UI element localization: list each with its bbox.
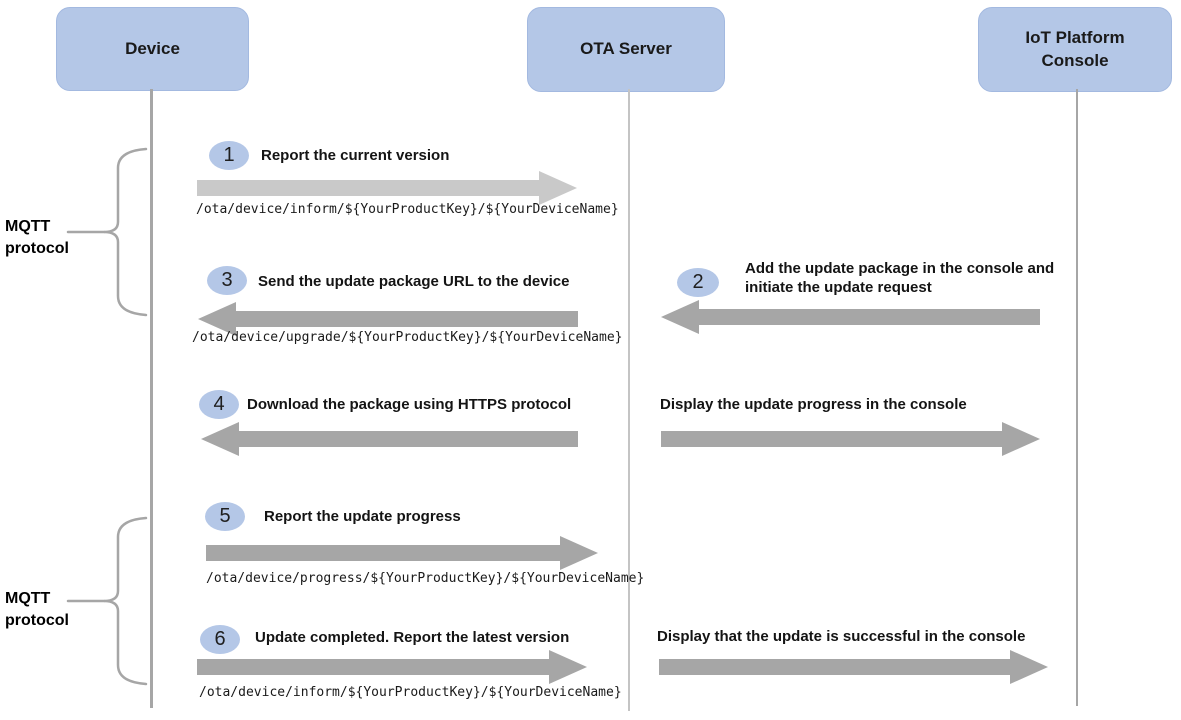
step-6-badge: 6 [200,625,240,654]
step-5-label: Report the update progress [264,508,461,525]
actor-label: OTA Server [580,39,672,59]
actor-box-ota-server: OTA Server [527,7,725,92]
step-6-label: Update completed. Report the latest vers… [255,629,570,646]
step-5-badge: 5 [205,502,245,531]
actor-box-device: Device [56,7,249,91]
arrow-head-icon [1002,422,1040,456]
step-2-label: Add the update package in the console an… [745,260,1055,296]
arrow-shaft [197,180,539,196]
arrow-right-display-progress [661,422,1040,456]
display-success-label: Display that the update is successful in… [657,628,1026,645]
step-4-badge: 4 [199,390,239,419]
curly-brace-bottom [66,516,148,686]
arrow-shaft [659,659,1010,675]
step-1-badge: 1 [209,141,249,170]
lifeline-ota-server [628,89,630,711]
arrow-shaft [699,309,1040,325]
curly-brace-top [66,147,148,317]
display-progress-label: Display the update progress in the conso… [660,396,967,413]
arrow-shaft [236,311,578,327]
arrow-head-icon [661,300,699,334]
arrow-head-icon [549,650,587,684]
arrow-left-step-4 [201,422,578,456]
protocol-label-bottom: MQTT protocol [5,590,69,630]
arrow-left-step-3 [198,302,578,336]
actor-box-iot-platform-console: IoT Platform Console [978,7,1172,92]
arrow-shaft [661,431,1002,447]
step-1-label: Report the current version [261,147,450,164]
step-4-label: Download the package using HTTPS protoco… [247,396,572,413]
protocol-label-top: MQTT protocol [5,218,69,258]
step-6-topic: /ota/device/inform/${YourProductKey}/${Y… [199,685,622,700]
step-2-badge: 2 [677,268,719,297]
actor-label: Device [125,38,180,58]
lifeline-iot-console [1076,89,1078,706]
lifeline-device [150,89,153,708]
step-5-topic: /ota/device/progress/${YourProductKey}/$… [206,571,645,586]
step-1-topic: /ota/device/inform/${YourProductKey}/${Y… [196,202,619,217]
arrow-right-step-1 [197,171,577,205]
arrow-head-icon [560,536,598,570]
arrow-shaft [239,431,578,447]
arrow-shaft [206,545,560,561]
arrow-left-step-2 [661,300,1040,334]
arrow-head-icon [198,302,236,336]
arrow-right-step-6 [197,650,587,684]
actor-label: IoT Platform Console [1025,28,1125,70]
arrow-head-icon [201,422,239,456]
arrow-right-step-5 [206,536,598,570]
arrow-shaft [197,659,549,675]
step-3-badge: 3 [207,266,247,295]
step-3-topic: /ota/device/upgrade/${YourProductKey}/${… [192,330,623,345]
arrow-head-icon [539,171,577,205]
arrow-right-display-success [659,650,1048,684]
arrow-head-icon [1010,650,1048,684]
step-3-label: Send the update package URL to the devic… [258,273,570,290]
